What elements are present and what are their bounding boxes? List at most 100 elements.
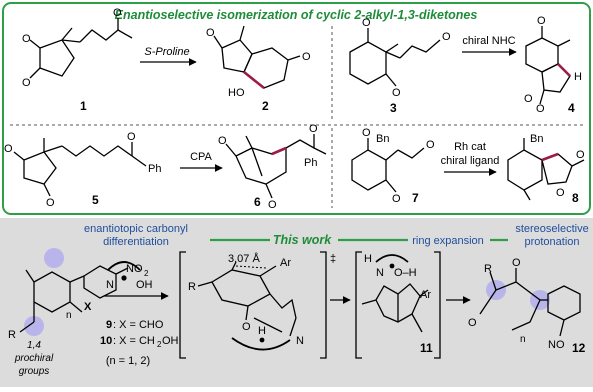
compound-1-oxygen-b: O <box>22 77 31 89</box>
prochiral-line2: prochiral <box>14 353 54 364</box>
compound-6-highlight-bond <box>271 146 287 156</box>
n-values: (n = 1, 2) <box>106 355 150 367</box>
substrate-nitro: NO <box>126 263 143 275</box>
compound-2-highlight-bond <box>243 70 265 90</box>
intermediate-n: N <box>376 267 384 279</box>
product-n: n <box>520 334 526 345</box>
compound-7-structure <box>351 138 425 193</box>
compound-10-tail: OH <box>162 335 179 347</box>
compound-3-oxygen-b: O <box>392 87 401 99</box>
compound-4-highlight-bond <box>557 63 571 77</box>
ts-distance-line <box>235 265 267 269</box>
substrate-x: X <box>84 301 92 313</box>
compound-9-formula: : X = CHO <box>113 319 164 331</box>
product-r: R <box>484 263 492 275</box>
compound-2-oxygen-a: O <box>206 27 215 39</box>
compound-10-formula: : X = CH <box>113 335 155 347</box>
compound-5-oxygen-c: O <box>127 131 136 143</box>
intermediate-catalyst-arc <box>375 254 409 263</box>
product-structure <box>479 268 581 337</box>
compound-9-number: 9 <box>106 319 112 331</box>
top-panel-title: Enantioselective isomerization of cyclic… <box>115 8 478 22</box>
header-differentiation-line1: enantiotopic carbonyl <box>84 223 188 235</box>
intermediate-number: 11 <box>420 341 433 355</box>
compound-7-oxygen-c: O <box>426 139 435 151</box>
ts-catalyst-center <box>259 337 265 343</box>
ts-distance: 3.07 Å <box>228 252 260 265</box>
compound-8-highlight-bond <box>541 152 559 162</box>
compound-8-number: 8 <box>572 191 579 205</box>
intermediate-ar: Ar <box>420 289 431 301</box>
catalyst-arc <box>107 261 141 271</box>
reagent-reaction-3: CPA <box>190 151 212 163</box>
compound-4-oxygen-a: O <box>537 15 546 27</box>
compound-1-structure <box>29 18 133 79</box>
compound-8-benzyl: Bn <box>530 133 543 145</box>
ts-dagger: ‡ <box>330 253 336 265</box>
ts-structure <box>197 261 297 337</box>
catalyst-n: N <box>106 279 114 291</box>
compound-6-number: 6 <box>254 195 261 209</box>
ts-catalyst-arc <box>231 337 291 351</box>
compound-6-oxygen-c: O <box>309 123 318 135</box>
prochiral-circle-left <box>44 248 64 268</box>
product-number: 12 <box>572 341 586 355</box>
ts-ar: Ar <box>280 257 291 269</box>
ts-n: N <box>296 335 304 347</box>
product-o-a: O <box>512 257 521 269</box>
intermediate-catalyst-center <box>389 263 395 269</box>
reagent-reaction-4-line1: Rh cat <box>454 141 486 153</box>
compound-5-oxygen-a: O <box>4 143 13 155</box>
substrate-nitro-sub: 2 <box>144 269 149 278</box>
compound-4-number: 4 <box>568 101 575 115</box>
header-stereoselective-line1: stereoselective <box>515 223 588 235</box>
product-nitro: NO <box>548 339 565 351</box>
header-ring-expansion: ring expansion <box>412 235 484 247</box>
compound-7-number: 7 <box>412 191 419 205</box>
header-this-work: This work <box>273 233 332 247</box>
compound-1-oxygen-c: O <box>113 7 122 19</box>
compound-10-sub: 2 <box>157 340 162 349</box>
compound-7-oxygen-b: O <box>392 193 401 205</box>
compound-8-oxygen-a: O <box>556 187 565 199</box>
header-stereoselective-line2: protonation <box>524 236 579 248</box>
compound-3-structure <box>349 28 441 87</box>
bottom-panel-background <box>0 218 593 387</box>
ts-h: H <box>258 325 266 337</box>
intermediate-bracket <box>355 251 441 359</box>
intermediate-oh: O–H <box>394 267 417 279</box>
catalyst-center <box>121 275 127 281</box>
compound-4-oxygen-c: O <box>536 103 545 115</box>
compound-2-hydroxyl: HO <box>228 87 245 99</box>
prochiral-circle-right <box>24 316 44 336</box>
intermediate-h: H <box>364 253 372 265</box>
compound-6-phenyl: Ph <box>304 157 317 169</box>
substrate-structure <box>19 265 129 333</box>
compound-5-phenyl: Ph <box>148 163 161 175</box>
compound-3-number: 3 <box>390 101 397 115</box>
compound-6-oxygen-b: O <box>268 199 277 211</box>
substrate-r: R <box>8 329 16 341</box>
compound-3-oxygen-c: O <box>442 31 451 43</box>
compound-4-oxygen-b: O <box>524 93 533 105</box>
compound-2-oxygen-b: O <box>302 51 311 63</box>
header-differentiation-line2: differentiation <box>103 236 169 248</box>
compound-2-number: 2 <box>262 99 269 113</box>
compound-7-oxygen-a: O <box>362 127 371 139</box>
compound-5-number: 5 <box>92 193 99 207</box>
compound-10-number: 10 <box>100 335 112 347</box>
prochiral-line3: groups <box>19 366 50 377</box>
compound-1-number: 1 <box>80 99 87 113</box>
substrate-n: n <box>66 310 72 321</box>
compound-7-benzyl: Bn <box>376 133 389 145</box>
ts-r: R <box>188 281 196 293</box>
prochiral-line1: 1,4 <box>27 340 41 351</box>
compound-5-structure <box>13 138 147 197</box>
top-panel-frame <box>2 2 591 215</box>
compound-4-hydrogen: H <box>574 71 582 83</box>
compound-6-oxygen-a: O <box>218 135 227 147</box>
reagent-reaction-1: S-Proline <box>144 46 189 58</box>
product-o-b: O <box>468 317 477 329</box>
